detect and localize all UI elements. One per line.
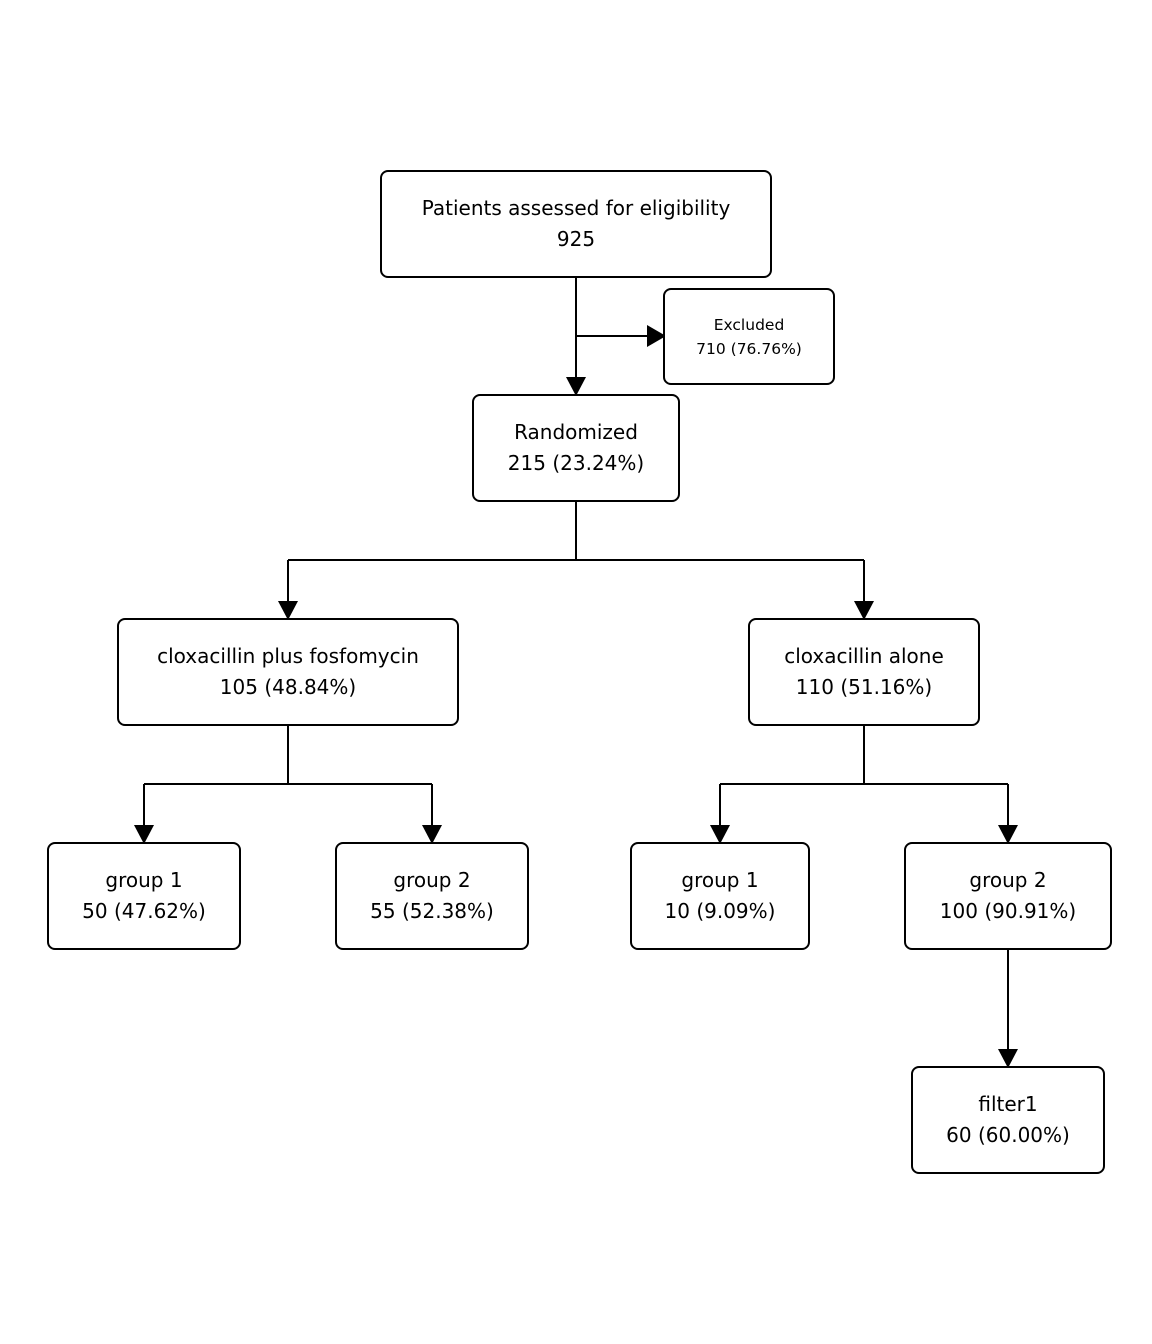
arrowhead-arm-combo [278,601,298,620]
arrowhead-filter [998,1049,1018,1068]
node-alone-group1-label: group 1 [681,868,759,892]
node-arm-alone-label: cloxacillin alone [784,644,944,668]
arrowhead-combo-group2 [422,825,442,844]
node-combo-group2: group 2 55 (52.38%) [335,842,529,950]
arrowhead-alone-group1 [710,825,730,844]
node-combo-group1-value: 50 (47.62%) [82,899,206,923]
arrowhead-randomized [566,377,586,396]
arrowhead-alone-group2 [998,825,1018,844]
node-randomized: Randomized 215 (23.24%) [472,394,680,502]
node-combo-group1-label: group 1 [105,868,183,892]
node-filter-label: filter1 [978,1092,1038,1116]
node-randomized-value: 215 (23.24%) [507,451,645,475]
node-assessed-value: 925 [556,227,596,251]
node-arm-combo-label: cloxacillin plus fosfomycin [157,644,419,668]
node-arm-combo-value: 105 (48.84%) [219,675,357,699]
node-arm-alone-value: 110 (51.16%) [795,675,933,699]
node-alone-group2-value: 100 (90.91%) [939,899,1077,923]
node-combo-group1: group 1 50 (47.62%) [47,842,241,950]
arrowhead-combo-group1 [134,825,154,844]
node-combo-group2-label: group 2 [393,868,471,892]
node-arm-combo: cloxacillin plus fosfomycin 105 (48.84%) [117,618,459,726]
node-assessed-label: Patients assessed for eligibility [421,196,731,220]
node-alone-group2-label: group 2 [969,868,1047,892]
node-randomized-label: Randomized [514,420,638,444]
node-excluded: Excluded 710 (76.76%) [663,288,835,385]
node-filter-value: 60 (60.00%) [946,1123,1070,1147]
arrowhead-excluded [647,325,666,347]
node-alone-group2: group 2 100 (90.91%) [904,842,1112,950]
node-assessed: Patients assessed for eligibility 925 [380,170,772,278]
node-combo-group2-value: 55 (52.38%) [370,899,494,923]
node-filter: filter1 60 (60.00%) [911,1066,1105,1174]
node-alone-group1-value: 10 (9.09%) [664,899,776,923]
node-excluded-label: Excluded [713,315,785,334]
node-alone-group1: group 1 10 (9.09%) [630,842,810,950]
node-excluded-value: 710 (76.76%) [696,339,802,358]
node-arm-alone: cloxacillin alone 110 (51.16%) [748,618,980,726]
arrowhead-arm-alone [854,601,874,620]
